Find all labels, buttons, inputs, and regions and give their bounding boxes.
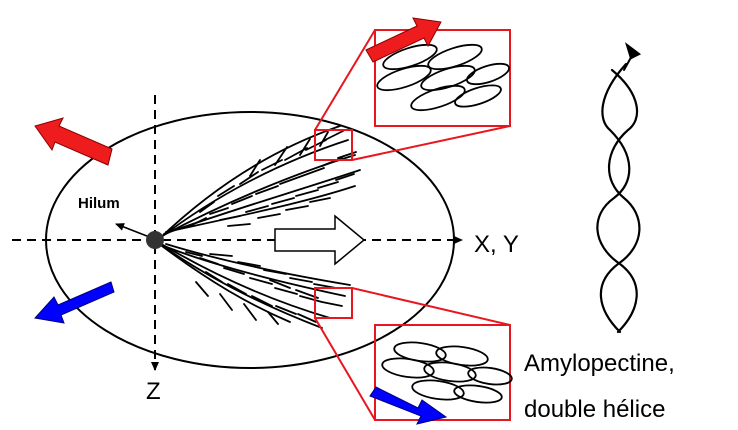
xy-axis-label: X, Y bbox=[474, 231, 519, 258]
lower-lamellae-fan bbox=[157, 241, 351, 329]
lower-zoom-callout bbox=[314, 287, 511, 421]
double-helix-icon bbox=[596, 42, 642, 334]
growth-arrow-icon bbox=[274, 214, 366, 266]
hilum-pointer bbox=[115, 223, 153, 239]
helix-caption-line2: double hélice bbox=[524, 396, 666, 423]
upper-zoom-callout bbox=[314, 29, 511, 161]
upper-crystal-ellipses bbox=[376, 43, 510, 112]
lower-crystal-ellipses bbox=[381, 341, 513, 404]
red-arrow-top-left-icon bbox=[34, 117, 113, 166]
red-arrow-top-right-icon bbox=[365, 17, 442, 63]
hilum-label: Hilum bbox=[78, 195, 120, 212]
blue-arrow-bottom-left-icon bbox=[34, 281, 115, 324]
hilum-dot bbox=[146, 231, 164, 249]
z-axis-label: Z bbox=[146, 378, 161, 405]
helix-caption-line1: Amylopectine, bbox=[524, 350, 675, 377]
upper-lamellae-fan bbox=[157, 125, 361, 241]
blue-arrow-bottom-right-icon bbox=[369, 386, 448, 425]
